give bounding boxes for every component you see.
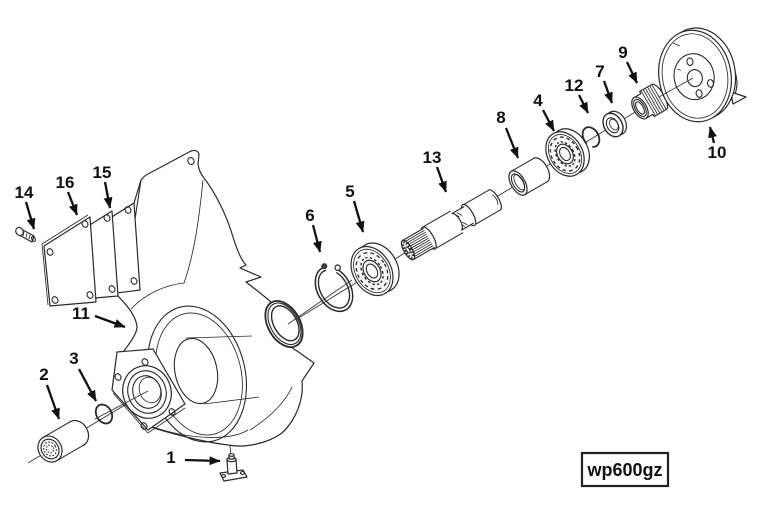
impeller-shaft xyxy=(400,189,503,261)
callout-9: 9 xyxy=(618,43,639,84)
centerline-overlay-boss xyxy=(287,279,353,325)
drain-fitting xyxy=(219,444,248,482)
callout-arrow-11 xyxy=(94,314,126,329)
callout-arrow-7 xyxy=(602,80,614,104)
callout-arrow-4 xyxy=(541,109,556,132)
callout-arrow-15 xyxy=(103,181,113,209)
callout-11: 11 xyxy=(72,304,126,329)
callout-label-6: 6 xyxy=(305,206,314,225)
callout-arrow-1 xyxy=(184,456,221,466)
callout-arrow-12 xyxy=(577,94,590,114)
callout-arrow-5 xyxy=(352,200,365,233)
callout-8: 8 xyxy=(496,108,520,159)
bearing-inner xyxy=(350,242,400,297)
callout-label-14: 14 xyxy=(15,183,34,202)
transfer-tube xyxy=(37,419,90,463)
callout-5: 5 xyxy=(345,182,365,233)
callout-label-4: 4 xyxy=(533,91,543,110)
spacer-sleeve xyxy=(508,157,551,196)
seal-washer xyxy=(602,110,628,138)
callout-arrow-8 xyxy=(504,127,520,159)
callout-label-11: 11 xyxy=(72,304,90,323)
callout-label-16: 16 xyxy=(56,173,75,192)
part-code-label: wp600gz xyxy=(586,460,662,480)
callout-arrow-2 xyxy=(45,384,61,420)
callout-label-1: 1 xyxy=(166,448,175,467)
callout-label-5: 5 xyxy=(345,182,354,201)
callout-15: 15 xyxy=(93,163,113,209)
callout-arrow-3 xyxy=(77,368,98,402)
callout-arrow-9 xyxy=(625,61,639,84)
bearing-boss xyxy=(264,300,304,348)
threaded-hub xyxy=(631,83,669,120)
callout-arrow-14 xyxy=(24,201,36,230)
callout-label-8: 8 xyxy=(496,108,505,127)
callout-12: 12 xyxy=(565,76,590,114)
callout-10: 10 xyxy=(708,126,727,162)
callout-label-10: 10 xyxy=(708,143,727,162)
callout-16: 16 xyxy=(56,173,79,216)
callout-arrow-16 xyxy=(66,191,79,216)
callout-label-12: 12 xyxy=(565,76,584,95)
callout-3: 3 xyxy=(69,349,98,402)
housing-bore-mouth xyxy=(173,337,219,405)
bolt xyxy=(15,226,36,243)
callout-1: 1 xyxy=(166,448,221,467)
bearing-outer xyxy=(545,128,590,177)
snap-ring-small xyxy=(581,126,601,148)
callout-7: 7 xyxy=(595,62,614,104)
cover-plate xyxy=(41,214,97,307)
callout-arrow-10 xyxy=(708,126,717,144)
callout-13: 13 xyxy=(423,148,448,193)
callout-arrow-6 xyxy=(311,224,322,253)
part-code-box: wp600gz xyxy=(580,451,670,488)
pump-housing xyxy=(87,149,315,447)
callout-label-2: 2 xyxy=(39,365,48,384)
callout-6: 6 xyxy=(305,206,322,253)
callout-label-3: 3 xyxy=(69,349,78,368)
callout-label-9: 9 xyxy=(618,43,627,62)
fan-pulley xyxy=(658,27,747,123)
callout-label-13: 13 xyxy=(423,148,442,167)
callout-14: 14 xyxy=(15,183,36,230)
callout-label-15: 15 xyxy=(93,163,112,182)
callout-2: 2 xyxy=(39,365,61,420)
snap-ring-large xyxy=(314,263,354,313)
callout-label-7: 7 xyxy=(595,62,604,81)
centerline-overlay-pulley xyxy=(658,77,694,98)
callout-arrow-13 xyxy=(435,166,448,193)
callout-4: 4 xyxy=(533,91,556,132)
inlet-centerline-overlay xyxy=(94,390,149,420)
bracket-hole xyxy=(187,156,195,166)
